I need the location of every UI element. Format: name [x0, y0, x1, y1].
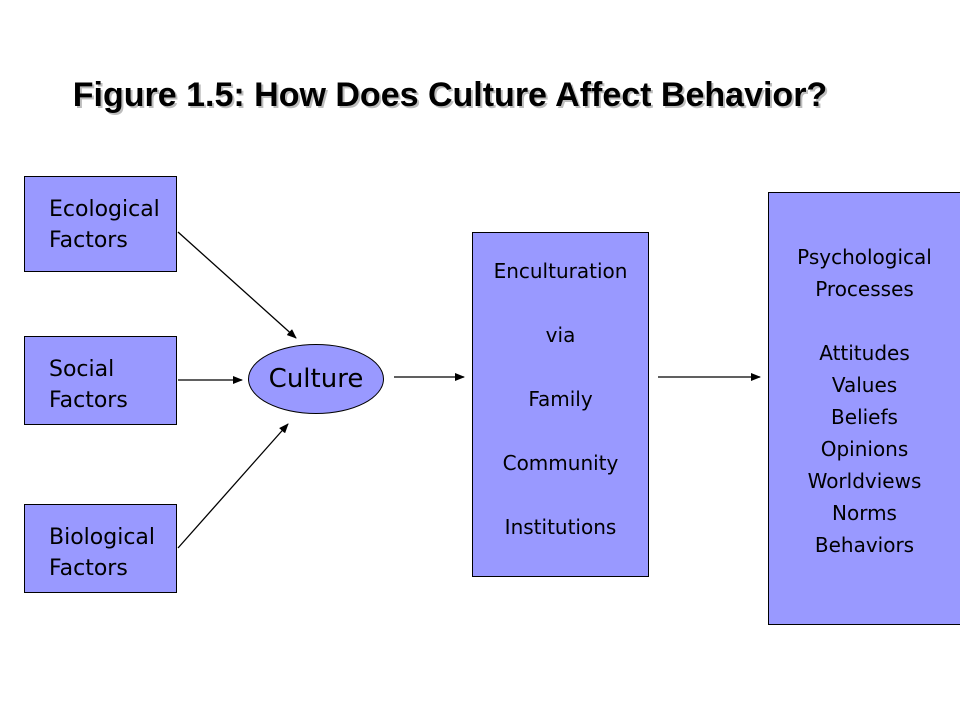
social-factors-line2: Factors: [49, 388, 128, 413]
page-title-shadow: Figure 1.5: How Does Culture Affect Beha…: [74, 78, 830, 116]
enculturation-box: Enculturation via Family Community Insti…: [472, 232, 649, 577]
enculturation-line-1: Enculturation: [493, 259, 628, 283]
culture-label: Culture: [268, 364, 364, 394]
social-factors-line1: Social: [49, 357, 115, 382]
arrow-ecological-to-culture: [177, 231, 297, 339]
psychological-item: Worldviews: [807, 469, 922, 493]
enculturation-line-3: Family: [528, 387, 593, 411]
arrow-biological-to-culture: [177, 423, 289, 549]
psychological-item: Beliefs: [831, 405, 898, 429]
psychological-item: Behaviors: [814, 533, 915, 557]
biological-factors-line1: Biological: [49, 525, 156, 550]
ecological-factors-line2: Factors: [49, 228, 128, 253]
psychological-heading-1: Psychological: [797, 245, 932, 269]
psychological-item: Attitudes: [819, 341, 910, 365]
enculturation-line-5: Institutions: [504, 515, 617, 539]
page-title: Figure 1.5: How Does Culture Affect Beha…: [72, 76, 828, 114]
psychological-heading-2: Processes: [815, 277, 914, 301]
enculturation-line-2: via: [545, 323, 576, 347]
biological-factors-line2: Factors: [49, 556, 128, 581]
social-factors-box: Social Factors: [24, 336, 177, 425]
psychological-processes-box: Psychological Processes Attitudes Values…: [768, 192, 960, 625]
ecological-factors-box: Ecological Factors: [24, 176, 177, 272]
psychological-item: Norms: [832, 501, 897, 525]
ecological-factors-line1: Ecological: [49, 197, 160, 222]
psychological-item: Opinions: [820, 437, 909, 461]
enculturation-line-4: Community: [502, 451, 619, 475]
psychological-item: Values: [831, 373, 898, 397]
biological-factors-box: Biological Factors: [24, 504, 177, 593]
culture-oval: Culture: [248, 344, 384, 414]
